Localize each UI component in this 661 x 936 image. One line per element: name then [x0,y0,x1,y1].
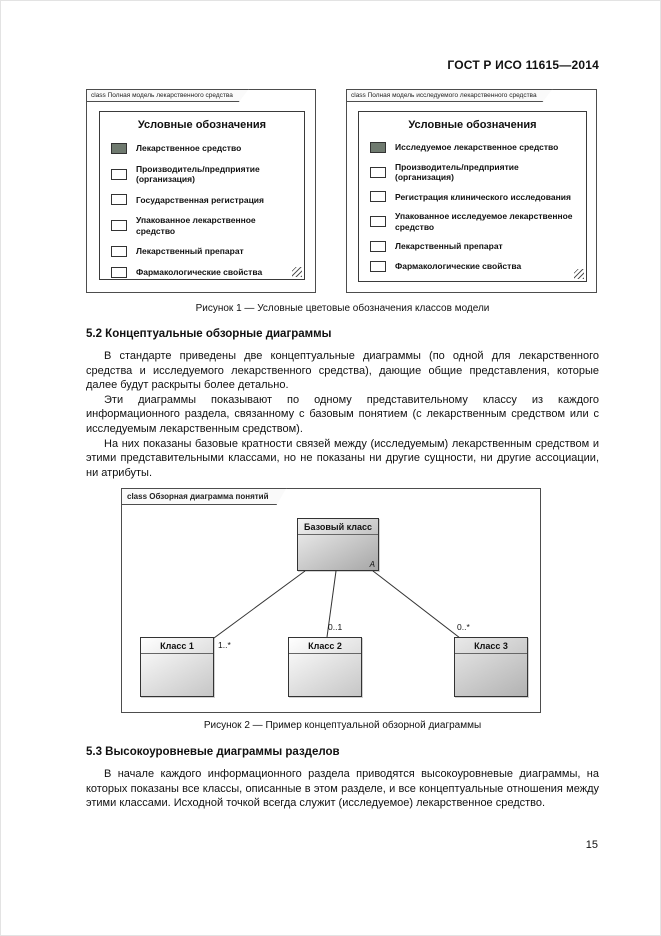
legend-item-label: Фармакологические свойства [395,261,522,272]
class-color-swatch [370,142,386,153]
figure1-right-frame: class Полная модель исследуемого лекарст… [346,89,597,293]
uml-class-3: Класс 3 [454,637,528,697]
section-heading: 5.3 Высокоуровневые диаграммы разделов [86,746,340,758]
legend-item: Лекарственный препарат [370,240,578,252]
legend-item: Упакованное лекарственное средство [111,215,296,236]
legend-title: Условные обозначения [408,119,537,131]
uml-class-base: Базовый класс A [297,518,379,571]
class-color-swatch [111,220,127,232]
figure1: class Полная модель лекарственного средс… [86,89,597,293]
resize-handle-icon [292,267,302,277]
legend-item-label: Упакованное лекарственное средство [136,215,256,236]
legend-item-label: Фармакологические свойства [136,267,263,278]
legend-items: Лекарственное средство Производитель/пре… [100,131,304,278]
legend-item-label: Лекарственный препарат [136,246,244,257]
resize-handle-icon [574,269,584,279]
legend-item: Регистрация клинического исследования [370,191,578,203]
figure1-left-frame: class Полная модель лекарственного средс… [86,89,316,293]
legend-item-label: Производитель/предприятие (организация) [395,162,519,183]
class-color-swatch [111,245,127,257]
legend-item-label: Государственная регистрация [136,194,264,205]
legend-item: Государственная регистрация [111,194,296,206]
legend-item-label: Регистрация клинического исследования [395,191,571,202]
legend-item: Лекарственный препарат [111,245,296,257]
legend-box: Условные обозначения Исследуемое лекарст… [358,111,587,282]
uml-class-1: Класс 1 [140,637,214,697]
legend-item: Производитель/предприятие (организация) [111,164,296,184]
multiplicity-label: 0..1 [328,622,343,632]
legend-item-label: Упакованное исследуемое лекарственное ср… [395,211,573,232]
paragraph: В стандарте приведены две концептуальные… [86,350,599,392]
paragraph: Эти диаграммы показывают по одному предс… [86,393,599,435]
uml-connectors [213,570,461,639]
figure2-frame: class Обзорная диаграмма понятий Базовый… [121,488,541,713]
uml-frame-tab: class Обзорная диаграмма понятий [121,488,287,505]
multiplicity-label: 0..* [457,622,470,632]
legend-item: Фармакологические свойства [111,266,296,278]
class-color-swatch [370,191,386,203]
legend-item-label: Лекарственный препарат [395,241,503,252]
figure1-caption: Рисунок 1 — Условные цветовые обозначени… [195,303,490,314]
legend-item: Лекарственное средство [111,143,296,154]
uml-class-2: Класс 2 [288,637,362,697]
legend-items: Исследуемое лекарственное средство Произ… [359,131,586,272]
class-color-swatch [370,166,386,178]
class-color-swatch [370,260,386,272]
multiplicity-label: 1..* [218,640,231,650]
uml-frame-tab: class Полная модель лекарственного средс… [86,89,249,102]
behavior-marker: A [369,560,375,569]
legend-item: Производитель/предприятие (организация) [370,162,578,182]
section-heading: 5.2 Концептуальные обзорные диаграммы [86,328,332,340]
section-5-2: 5.2 Концептуальные обзорные диаграммы В … [86,328,599,480]
legend-item: Упакованное исследуемое лекарственное ср… [370,211,578,232]
class-color-swatch [111,143,127,154]
figure2-caption: Рисунок 2 — Пример концептуальной обзорн… [203,720,482,731]
legend-item-label: Производитель/предприятие (организация) [136,164,260,185]
legend-title: Условные обозначения [137,119,267,131]
legend-item: Фармакологические свойства [370,260,578,272]
uml-class-body: A [298,535,378,570]
uml-class-name: Класс 2 [289,638,361,654]
class-color-swatch [111,168,127,180]
page-number: 15 [585,839,598,851]
paragraph: На них показаны базовые кратности связей… [86,437,599,479]
document-header: ГОСТ Р ИСО 11615—2014 [447,58,599,72]
class-color-swatch [111,266,127,278]
uml-frame-tab: class Полная модель исследуемого лекарст… [346,89,553,102]
class-color-swatch [370,216,386,228]
uml-class-body [289,654,361,696]
class-color-swatch [370,240,386,252]
legend-item-label: Лекарственное средство [136,143,242,154]
class-color-swatch [111,194,127,206]
uml-class-body [141,654,213,696]
uml-class-name: Класс 3 [455,638,527,654]
paragraph: В начале каждого информационного раздела… [86,768,599,810]
uml-class-name: Класс 1 [141,638,213,654]
uml-class-body [455,654,527,696]
section-5-3: 5.3 Высокоуровневые диаграммы разделов В… [86,746,599,811]
legend-box: Условные обозначения Лекарственное средс… [99,111,305,280]
uml-class-name: Базовый класс [298,519,378,535]
legend-item: Исследуемое лекарственное средство [370,142,578,153]
legend-item-label: Исследуемое лекарственное средство [395,142,559,153]
